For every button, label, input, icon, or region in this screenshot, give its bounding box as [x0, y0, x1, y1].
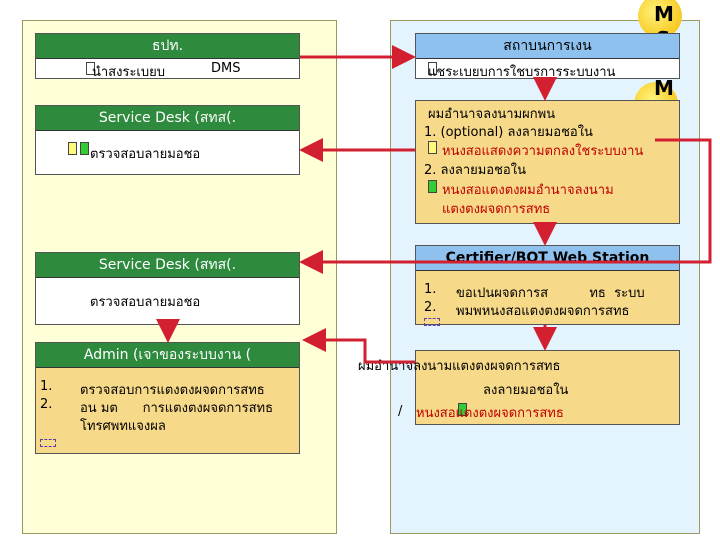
signatory-line-1: 1. (optional) ลงลายมอชอใน — [424, 125, 593, 140]
document-icon — [428, 62, 437, 75]
appoint-line-3: หนงสอแตงตงผจดการสทธ — [416, 406, 564, 421]
certifier-header: Certifier/BOT Web Station — [416, 246, 679, 271]
signatory-line-2: 2. ลงลายมอชอใน — [424, 163, 526, 178]
bot-header: ธปท. — [36, 34, 299, 59]
appoint-line-1: ผมอำนาจลงนามแตงตงผจดการสทธ — [358, 359, 561, 374]
service-desk-box-1: Service Desk (สทส(. ตรวจสอบลายมอชอ — [35, 105, 300, 175]
financial-institution-box: สถาบนการเงน แชระเบยบการใชบรการระบบงาน — [415, 33, 680, 80]
service-desk-row-text-2: ตรวจสอบลายมอชอ — [90, 295, 201, 310]
admin-item-1: ตรวจสอบการแตงตงผจดการสทธ — [80, 383, 265, 398]
service-desk-header-1: Service Desk (สทส(. — [36, 106, 299, 131]
certifier-box: Certifier/BOT Web Station 1. 2. ขอเปนผจด… — [415, 245, 680, 326]
dms-letter: M — [654, 76, 674, 100]
service-desk-row-text-1: ตรวจสอบลายมอชอ — [90, 147, 201, 162]
admin-item-2: อน มต การแตงตงผจดการสทธ — [80, 401, 274, 416]
document-icon — [458, 403, 467, 416]
signatory-appoint-box: ผมอำนาจลงนามแตงตงผจดการสทธ ลงลายมอชอใน ห… — [358, 350, 680, 425]
document-icon — [80, 142, 89, 155]
admin-box: Admin (เจาของระบบงาน ( 1. 2. ตรวจสอบการแ… — [35, 342, 300, 454]
certifier-number-1: 1. — [424, 282, 437, 297]
appoint-line-2: ลงลายมอชอใน — [483, 383, 569, 398]
admin-item-3: โทรศพทแจงผล — [80, 419, 166, 434]
dotted-marker — [40, 439, 56, 447]
signatory-line-2c: แตงตงผจดการสทธ — [442, 202, 551, 217]
document-icon — [68, 142, 77, 155]
admin-header: Admin (เจาของระบบงาน ( — [36, 343, 299, 368]
service-desk-box-2: Service Desk (สทส(. ตรวจสอบลายมอชอ — [35, 252, 300, 325]
certifier-item-1: ขอเปนผจดการส ทธ ระบบ — [456, 286, 645, 301]
slash-separator: / — [398, 404, 403, 419]
dms-letter: M — [654, 2, 674, 26]
financial-institution-header: สถาบนการเงน — [416, 34, 679, 59]
service-desk-header-2: Service Desk (สทส(. — [36, 253, 299, 278]
bot-row-text: นำสงระเบยบ — [92, 65, 165, 80]
financial-institution-row-text: แชระเบยบการใชบรการระบบงาน — [428, 65, 616, 80]
document-icon — [428, 141, 437, 154]
dotted-marker — [424, 318, 440, 326]
signatory-box: ผมอำนาจลงนามผกพน 1. (optional) ลงลายมอชอ… — [415, 100, 680, 224]
bot-row-text2: DMS — [211, 61, 241, 76]
bot-box: ธปท. นำสงระเบยบ DMS — [35, 33, 300, 80]
signatory-line-2b: หนงสอแตงตงผมอำนาจลงนาม — [442, 183, 614, 198]
signatory-title: ผมอำนาจลงนามผกพน — [428, 107, 556, 122]
document-icon — [428, 180, 437, 193]
signatory-line-1b: หนงสอแสดงความตกลงใชระบบงาน — [442, 144, 644, 159]
admin-number-1: 1. — [40, 379, 53, 394]
admin-number-2: 2. — [40, 397, 53, 412]
certifier-item-2: พมพหนงสอแตงตงผจดการสทธ — [456, 304, 630, 319]
certifier-number-2: 2. — [424, 300, 437, 315]
document-icon — [86, 62, 95, 75]
